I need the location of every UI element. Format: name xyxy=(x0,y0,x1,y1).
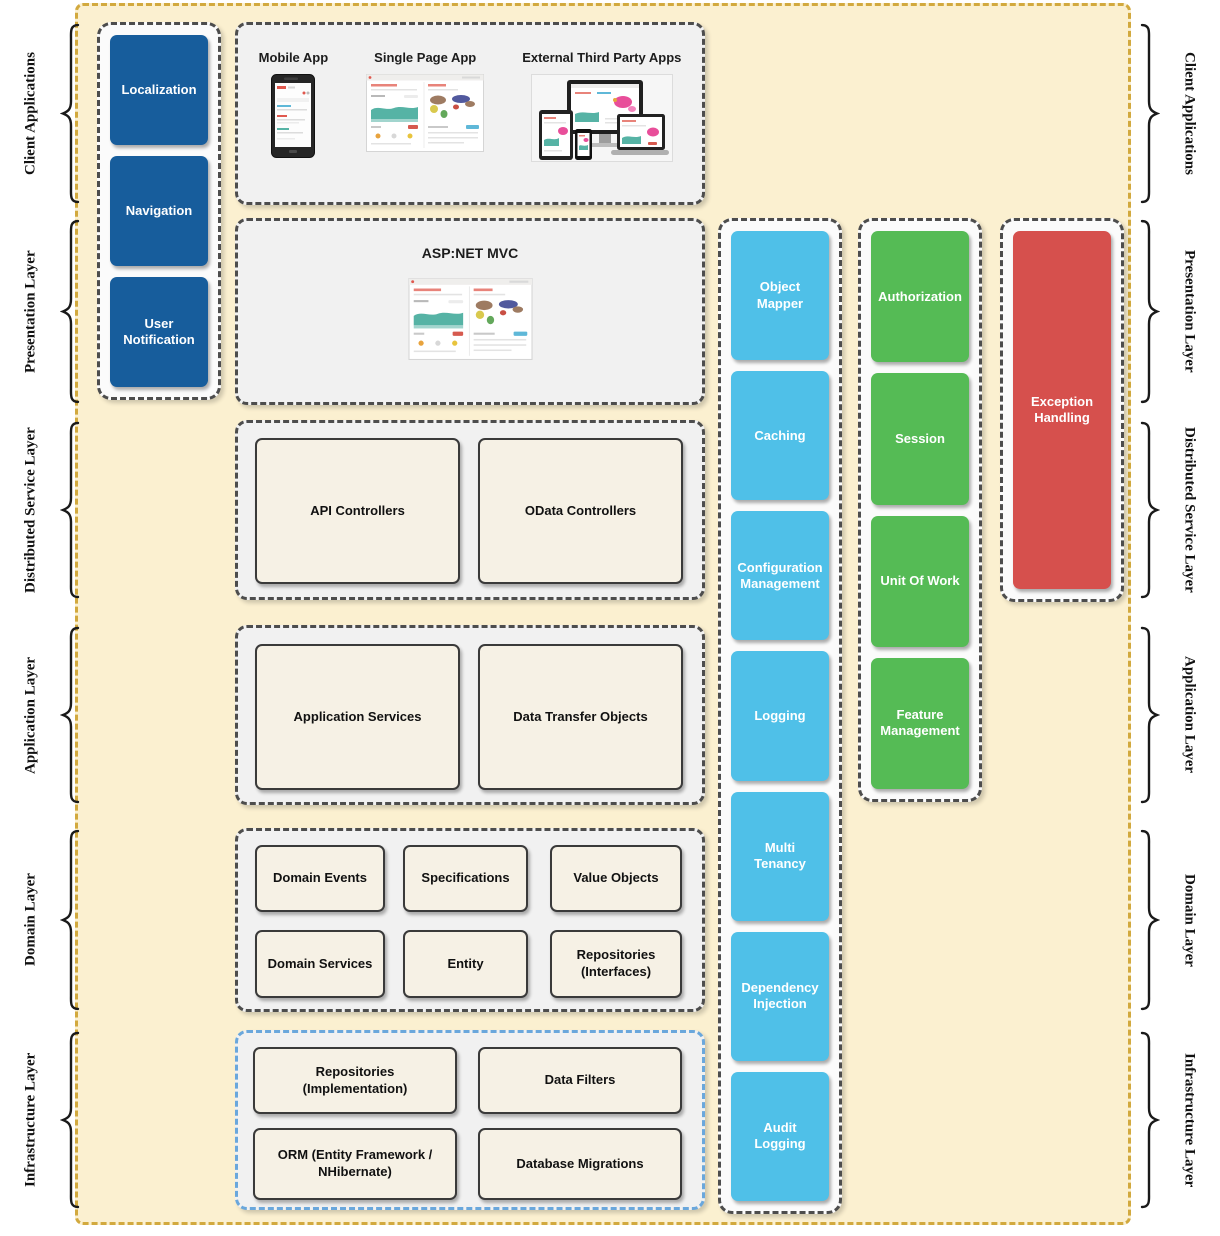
multi-device-mockup-image xyxy=(530,74,673,162)
layer-band-infrastructure-left: Infrastructure Layer xyxy=(2,1030,82,1210)
configuration-management-box: Configuration Management xyxy=(731,511,829,641)
external-apps-caption: External Third Party Apps xyxy=(522,50,682,65)
layer-band-client-applications-right: Client Applications xyxy=(1138,22,1218,205)
browser-dashboard-mockup-image xyxy=(366,74,485,152)
orm-box: ORM (Entity Framework / NHibernate) xyxy=(253,1128,457,1200)
smartphone-mockup-image xyxy=(271,74,316,158)
aspnet-mvc-title: ASP:NET MVC xyxy=(421,245,519,261)
cross-cutting-column: Object Mapper Caching Configuration Mana… xyxy=(718,218,842,1214)
layer-label: Presentation Layer xyxy=(22,250,39,373)
application-services-box: Application Services xyxy=(255,644,460,790)
layer-band-infrastructure-right: Infrastructure Layer xyxy=(1138,1030,1218,1210)
entity-box: Entity xyxy=(403,930,528,998)
layer-label: Application Layer xyxy=(1181,656,1198,774)
localization-box: Localization xyxy=(110,35,208,145)
layer-band-application-left: Application Layer xyxy=(2,625,82,805)
domain-services-box: Domain Services xyxy=(255,930,385,998)
exception-handling-box: Exception Handling xyxy=(1013,231,1111,589)
curly-brace-icon xyxy=(61,829,80,1011)
curly-brace-icon xyxy=(61,1031,80,1209)
layer-band-presentation-left: Presentation Layer xyxy=(2,218,82,405)
curly-brace-icon xyxy=(61,421,80,599)
repositories-implementation-box: Repositories (Implementation) xyxy=(253,1047,457,1114)
domain-events-box: Domain Events xyxy=(255,845,385,912)
curly-brace-icon xyxy=(1140,23,1159,204)
layer-band-presentation-right: Presentation Layer xyxy=(1138,218,1218,405)
caching-box: Caching xyxy=(731,371,829,501)
layer-label: Application Layer xyxy=(22,656,39,774)
api-controllers-box: API Controllers xyxy=(255,438,460,584)
curly-brace-icon xyxy=(1140,421,1159,599)
curly-brace-icon xyxy=(1140,219,1159,404)
curly-brace-icon xyxy=(1140,829,1159,1011)
layer-label: Domain Layer xyxy=(1181,873,1198,967)
session-box: Session xyxy=(871,373,969,505)
layer-label: Infrastructure Layer xyxy=(22,1052,39,1188)
dependency-injection-box: Dependency Injection xyxy=(731,931,829,1061)
layer-label: Distributed Service Layer xyxy=(1181,427,1198,593)
unit-of-work-box: Unit Of Work xyxy=(871,515,969,647)
navigation-box: Navigation xyxy=(110,156,208,266)
layer-band-application-right: Application Layer xyxy=(1138,625,1218,805)
object-mapper-box: Object Mapper xyxy=(731,231,829,361)
client-applications-figures: Mobile App Single Page App External Thir… xyxy=(235,22,705,205)
odata-controllers-box: OData Controllers xyxy=(478,438,683,584)
external-third-party-apps-figure: External Third Party Apps xyxy=(522,50,681,162)
layer-band-domain-right: Domain Layer xyxy=(1138,828,1218,1012)
authorization-box: Authorization xyxy=(871,231,969,363)
specifications-box: Specifications xyxy=(403,845,528,912)
layer-label: Infrastructure Layer xyxy=(1181,1052,1198,1188)
layer-band-distributed-left: Distributed Service Layer xyxy=(2,420,82,600)
mobile-app-caption: Mobile App xyxy=(258,50,329,65)
curly-brace-icon xyxy=(61,626,80,804)
value-objects-box: Value Objects xyxy=(550,845,682,912)
layer-label: Presentation Layer xyxy=(1181,250,1198,373)
aspnet-mvc-dashboard-image xyxy=(408,278,533,360)
layer-label: Distributed Service Layer xyxy=(22,427,39,593)
layer-band-distributed-right: Distributed Service Layer xyxy=(1138,420,1218,600)
data-transfer-objects-box: Data Transfer Objects xyxy=(478,644,683,790)
layer-label: Domain Layer xyxy=(22,873,39,967)
curly-brace-icon xyxy=(1140,626,1159,804)
presentation-components-column: Localization Navigation User Notificatio… xyxy=(97,22,221,400)
multi-tenancy-box: Multi Tenancy xyxy=(731,791,829,921)
repositories-interfaces-box: Repositories (Interfaces) xyxy=(550,930,682,998)
curly-brace-icon xyxy=(61,219,80,404)
layer-band-domain-left: Domain Layer xyxy=(2,828,82,1012)
single-page-app-caption: Single Page App xyxy=(374,50,477,65)
data-filters-box: Data Filters xyxy=(478,1047,682,1114)
layer-label: Client Applications xyxy=(22,52,39,175)
logging-box: Logging xyxy=(731,651,829,781)
exception-handling-column: Exception Handling xyxy=(1000,218,1124,602)
curly-brace-icon xyxy=(1140,1031,1159,1209)
layer-band-client-applications-left: Client Applications xyxy=(2,22,82,205)
layer-label: Client Applications xyxy=(1181,52,1198,175)
security-session-column: Authorization Session Unit Of Work Featu… xyxy=(858,218,982,802)
feature-management-box: Feature Management xyxy=(871,657,969,789)
database-migrations-box: Database Migrations xyxy=(478,1128,682,1200)
audit-logging-box: Audit Logging xyxy=(731,1071,829,1201)
single-page-app-figure: Single Page App xyxy=(366,50,485,152)
curly-brace-icon xyxy=(61,23,80,204)
user-notification-box: User Notification xyxy=(110,277,208,387)
mobile-app-figure: Mobile App xyxy=(258,50,329,158)
